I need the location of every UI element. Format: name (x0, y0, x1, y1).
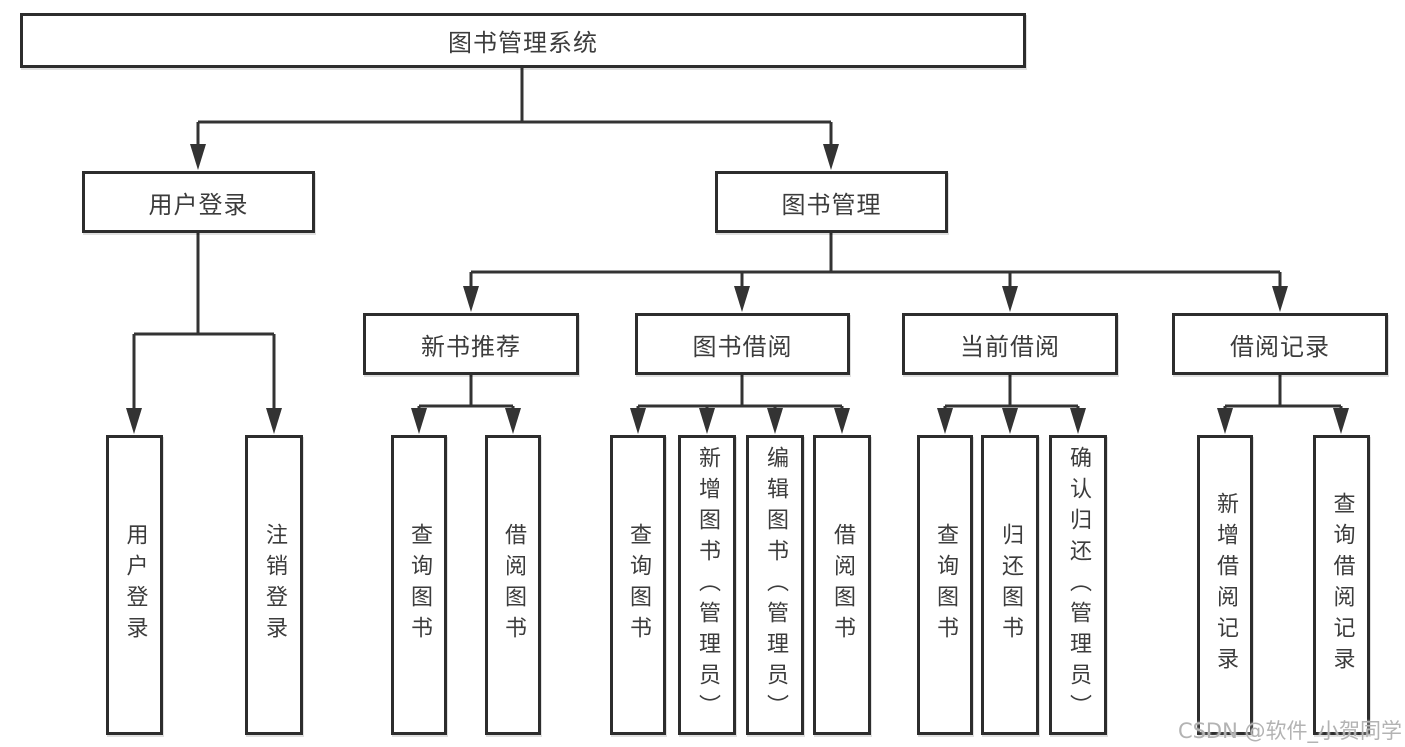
node-leaf-borrow-book-2: 借阅图书 (813, 435, 871, 735)
node-leaf-add-borrow-record: 新增借阅记录 (1197, 435, 1253, 735)
node-new-book-recommend: 新书推荐 (363, 313, 579, 375)
node-leaf-logout-label: 注销登录 (262, 523, 287, 647)
node-leaf-query-book-2-label: 查询图书 (626, 523, 651, 647)
node-leaf-logout: 注销登录 (245, 435, 303, 735)
node-leaf-add-borrow-record-label: 新增借阅记录 (1213, 492, 1238, 678)
node-leaf-borrow-book-1-label: 借阅图书 (501, 523, 526, 647)
node-book-management-module: 图书管理 (715, 171, 948, 233)
node-leaf-borrow-book-2-label: 借阅图书 (830, 523, 855, 647)
node-book-borrow: 图书借阅 (635, 313, 850, 375)
node-leaf-query-book-1: 查询图书 (391, 435, 447, 735)
node-leaf-add-book-admin-label: 新增图书（管理员） (695, 445, 720, 725)
node-leaf-return-book-label: 归还图书 (998, 523, 1023, 647)
node-leaf-query-borrow-record: 查询借阅记录 (1313, 435, 1370, 735)
node-leaf-user-login: 用户登录 (106, 435, 163, 735)
node-borrow-records: 借阅记录 (1172, 313, 1388, 375)
node-user-login-module: 用户登录 (82, 171, 315, 233)
node-current-borrow: 当前借阅 (902, 313, 1118, 375)
csdn-watermark: CSDN @软件_小贺同学 (1177, 719, 1402, 743)
node-leaf-query-borrow-record-label: 查询借阅记录 (1329, 492, 1355, 678)
node-leaf-query-book-2: 查询图书 (610, 435, 666, 735)
node-system-root: 图书管理系统 (20, 13, 1026, 68)
node-leaf-borrow-book-1: 借阅图书 (485, 435, 541, 735)
node-leaf-query-book-3: 查询图书 (917, 435, 973, 735)
node-leaf-confirm-return-admin: 确认归还（管理员） (1049, 435, 1107, 735)
node-leaf-confirm-return-admin-label: 确认归还（管理员） (1066, 445, 1091, 725)
node-leaf-add-book-admin: 新增图书（管理员） (678, 435, 736, 735)
node-leaf-edit-book-admin: 编辑图书（管理员） (746, 435, 804, 735)
node-leaf-query-book-3-label: 查询图书 (933, 523, 958, 647)
node-leaf-user-login-label: 用户登录 (122, 523, 148, 647)
node-leaf-edit-book-admin-label: 编辑图书（管理员） (763, 445, 788, 725)
node-leaf-return-book: 归还图书 (981, 435, 1039, 735)
node-leaf-query-book-1-label: 查询图书 (407, 523, 432, 647)
